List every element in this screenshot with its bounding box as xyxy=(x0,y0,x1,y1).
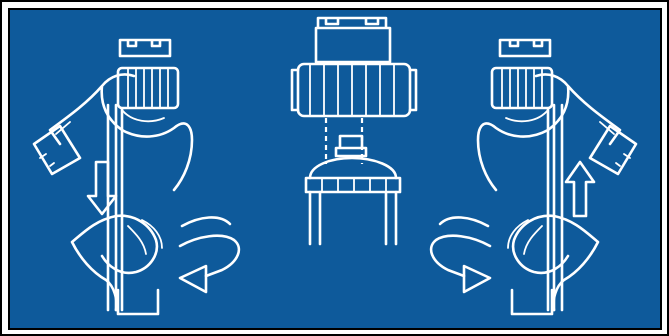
instruction-illustration xyxy=(10,10,660,328)
illustration-panel xyxy=(8,8,662,330)
